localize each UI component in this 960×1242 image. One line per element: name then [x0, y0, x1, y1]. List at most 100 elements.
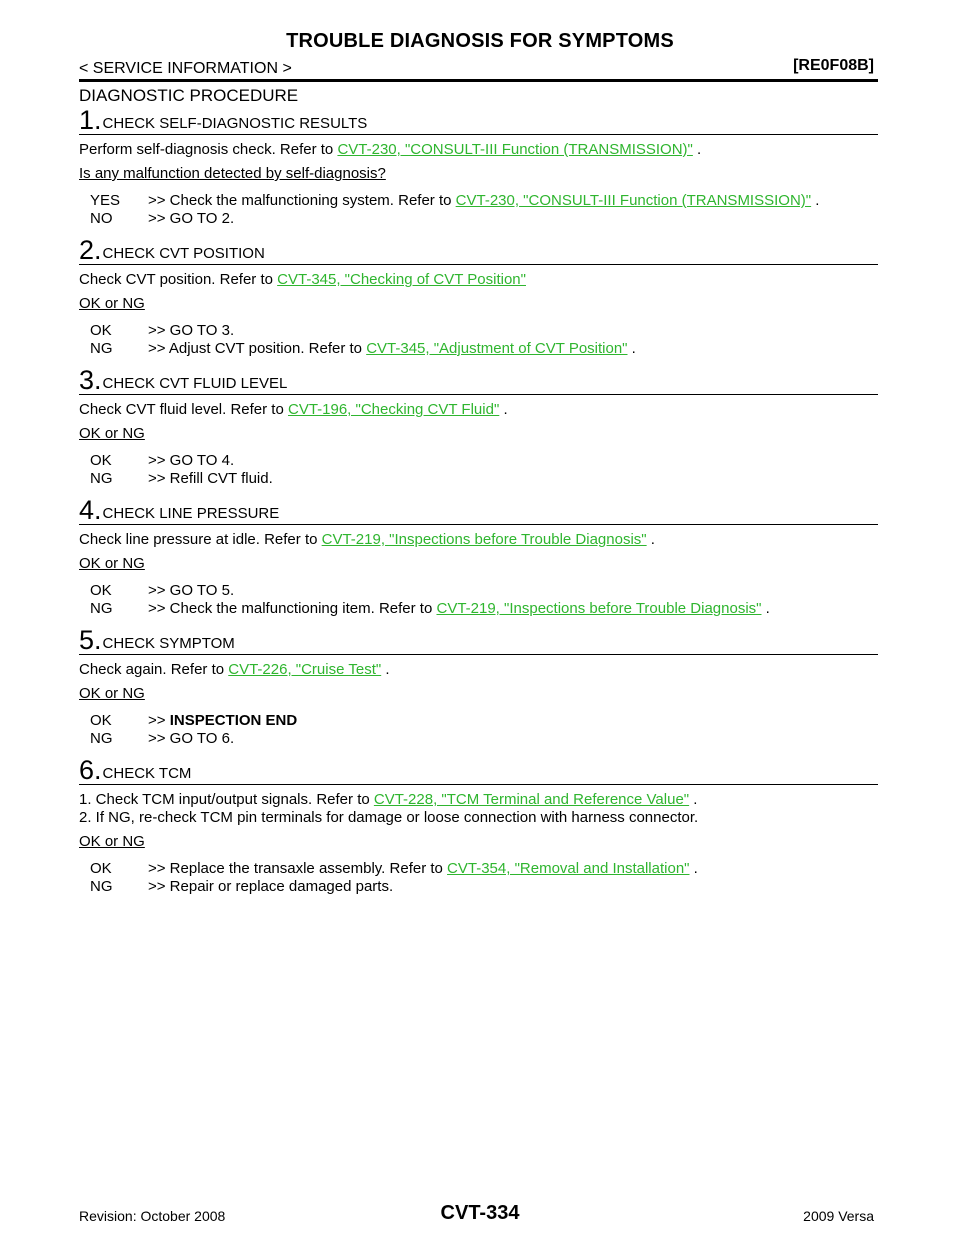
step-number: 5. [79, 625, 102, 655]
answer-text: >> GO TO 6. [148, 730, 235, 747]
answer-text: >> GO TO 4. [148, 452, 878, 470]
step-number: 2. [79, 235, 102, 265]
diagnostic-step: 6.CHECK TCM 1. Check TCM input/output sig… [79, 756, 878, 896]
reference-link[interactable]: CVT-196, "Checking CVT Fluid" [287, 401, 500, 418]
instruction-item: 2. If NG, re-check TCM pin terminals for… [79, 809, 878, 827]
answer-key: OK [90, 712, 112, 729]
instruction-text: Check line pressure at idle. Refer to [79, 531, 322, 548]
step-question: OK or NG [79, 295, 145, 312]
answer-key: NG [90, 340, 113, 357]
reference-link[interactable]: CVT-345, "Checking of CVT Position" [277, 271, 526, 288]
answer-text: >> GO TO 3. [148, 322, 235, 339]
diagnostic-step: 4.CHECK LINE PRESSURE Check line pressure… [79, 496, 878, 618]
header-divider [79, 79, 878, 82]
answer-suffix: . [811, 192, 820, 209]
reference-link[interactable]: CVT-230, "CONSULT-III Function (TRANSMIS… [455, 192, 812, 209]
instruction-text: 2. If NG, re-check TCM pin terminals for… [79, 809, 699, 826]
answer-list: YES>> Check the malfunctioning system. R… [90, 192, 878, 228]
answer-text: >> GO TO 2. [148, 210, 235, 227]
reference-link[interactable]: CVT-230, "CONSULT-III Function (TRANSMIS… [337, 141, 693, 158]
diagnostic-step: 5.CHECK SYMPTOM Check again. Refer to CVT… [79, 626, 878, 748]
instruction-suffix: . [692, 141, 702, 158]
step-instruction: Check CVT fluid level. Refer to CVT-196,… [79, 401, 878, 419]
section-title: DIAGNOSTIC PROCEDURE [79, 86, 299, 105]
answer-row: NO >> GO TO 2. [90, 210, 878, 228]
step-instruction: Check line pressure at idle. Refer to CV… [79, 531, 878, 549]
answer-row: OK >> GO TO 5. [90, 582, 878, 600]
instruction-text: Check CVT position. Refer to [79, 271, 278, 288]
instruction-text: 1. Check TCM input/output signals. Refer… [79, 791, 374, 808]
answer-suffix: . [689, 860, 698, 877]
step-title: CHECK SELF-DIAGNOSTIC RESULTS [102, 115, 368, 132]
answer-result: INSPECTION END [169, 712, 298, 729]
answer-text: >> Check the malfunctioning system. Refe… [148, 192, 878, 210]
answer-text: >> GO TO 2. [148, 210, 878, 228]
step-instruction: Check CVT position. Refer to CVT-345, "C… [79, 271, 878, 289]
reference-link[interactable]: CVT-219, "Inspections before Trouble Dia… [436, 600, 762, 617]
answer-key: NG [90, 878, 113, 895]
answer-list: OK>> GO TO 3.NG >> Adjust CVT position. R… [90, 322, 878, 358]
instruction-text: Check again. Refer to [79, 661, 229, 678]
answer-text: >> GO TO 6. [148, 730, 878, 748]
step-number: 6. [79, 755, 102, 785]
reference-link[interactable]: CVT-354, "Removal and Installation" [447, 860, 690, 877]
answer-list: OK >> INSPECTION END NG >> GO TO 6. [90, 712, 878, 748]
answer-text: >> Check the malfunctioning item. Refer … [148, 600, 437, 617]
answer-text: >> Repair or replace damaged parts. [148, 878, 394, 895]
step-question: OK or NG [79, 425, 145, 442]
step-title: CHECK TCM [102, 765, 192, 782]
answer-key: OK [90, 582, 112, 599]
step-heading: 3.CHECK CVT FLUID LEVEL [79, 366, 878, 395]
instruction-item: 1. Check TCM input/output signals. Refer… [79, 791, 878, 809]
answer-key: NG [90, 730, 113, 747]
answer-row: NG >> Repair or replace damaged parts. [90, 878, 878, 896]
answer-text: >> INSPECTION END [148, 712, 878, 730]
answer-suffix: . [627, 340, 636, 357]
answer-key: OK [90, 452, 112, 469]
reference-link[interactable]: CVT-345, "Adjustment of CVT Position" [366, 340, 628, 357]
breadcrumb: < SERVICE INFORMATION > [79, 60, 292, 77]
answer-text: >> Replace the transaxle assembly. Refer… [148, 860, 878, 878]
step-question: OK or NG [79, 685, 145, 702]
answer-text: >> GO TO 5. [148, 582, 878, 600]
reference-link[interactable]: CVT-226, "Cruise Test" [228, 661, 382, 678]
model-code: [RE0F08B] [793, 57, 874, 74]
answer-text: >> Adjust CVT position. Refer to CVT-345… [148, 340, 878, 358]
answer-text: >> Repair or replace damaged parts. [148, 878, 878, 896]
step-title: CHECK LINE PRESSURE [102, 505, 280, 522]
reference-link[interactable]: CVT-219, "Inspections before Trouble Dia… [321, 531, 647, 548]
instruction-suffix: . [689, 791, 698, 808]
answer-key: NO [90, 210, 113, 227]
answer-text: >> Check the malfunctioning item. Refer … [148, 600, 878, 618]
step-question: OK or NG [79, 833, 145, 850]
answer-text: >> Refill CVT fluid. [148, 470, 878, 488]
answer-text: >> GO TO 3. [148, 322, 878, 340]
step-heading: 5.CHECK SYMPTOM [79, 626, 878, 655]
vehicle-model: 2009 Versa [803, 1208, 874, 1224]
answer-text: >> GO TO 5. [148, 582, 235, 599]
step-number: 3. [79, 365, 102, 395]
instruction-text: Check CVT fluid level. Refer to [79, 401, 288, 418]
answer-list: OK >> GO TO 4. NG >> Refill CVT fluid. [90, 452, 878, 488]
step-instructions: 1. Check TCM input/output signals. Refer… [79, 791, 878, 827]
reference-link[interactable]: CVT-228, "TCM Terminal and Reference Val… [373, 791, 690, 808]
step-heading: 4.CHECK LINE PRESSURE [79, 496, 878, 525]
answer-key: NG [90, 470, 113, 487]
answer-suffix: . [761, 600, 770, 617]
step-title: CHECK CVT FLUID LEVEL [102, 375, 288, 392]
answer-row: OK>> GO TO 3. [90, 322, 878, 340]
page-number: CVT-334 [440, 1202, 520, 1224]
answer-key: OK [90, 860, 112, 877]
step-question: OK or NG [79, 555, 145, 572]
instruction-suffix: . [499, 401, 508, 418]
step-number: 1. [79, 105, 102, 135]
diagnostic-step: 3.CHECK CVT FLUID LEVEL Check CVT fluid l… [79, 366, 878, 488]
step-number: 4. [79, 495, 102, 525]
instruction-suffix: . [381, 661, 390, 678]
step-heading: 6.CHECK TCM [79, 756, 878, 785]
answer-text: >> Refill CVT fluid. [148, 470, 273, 487]
answer-row: YES>> Check the malfunctioning system. R… [90, 192, 878, 210]
